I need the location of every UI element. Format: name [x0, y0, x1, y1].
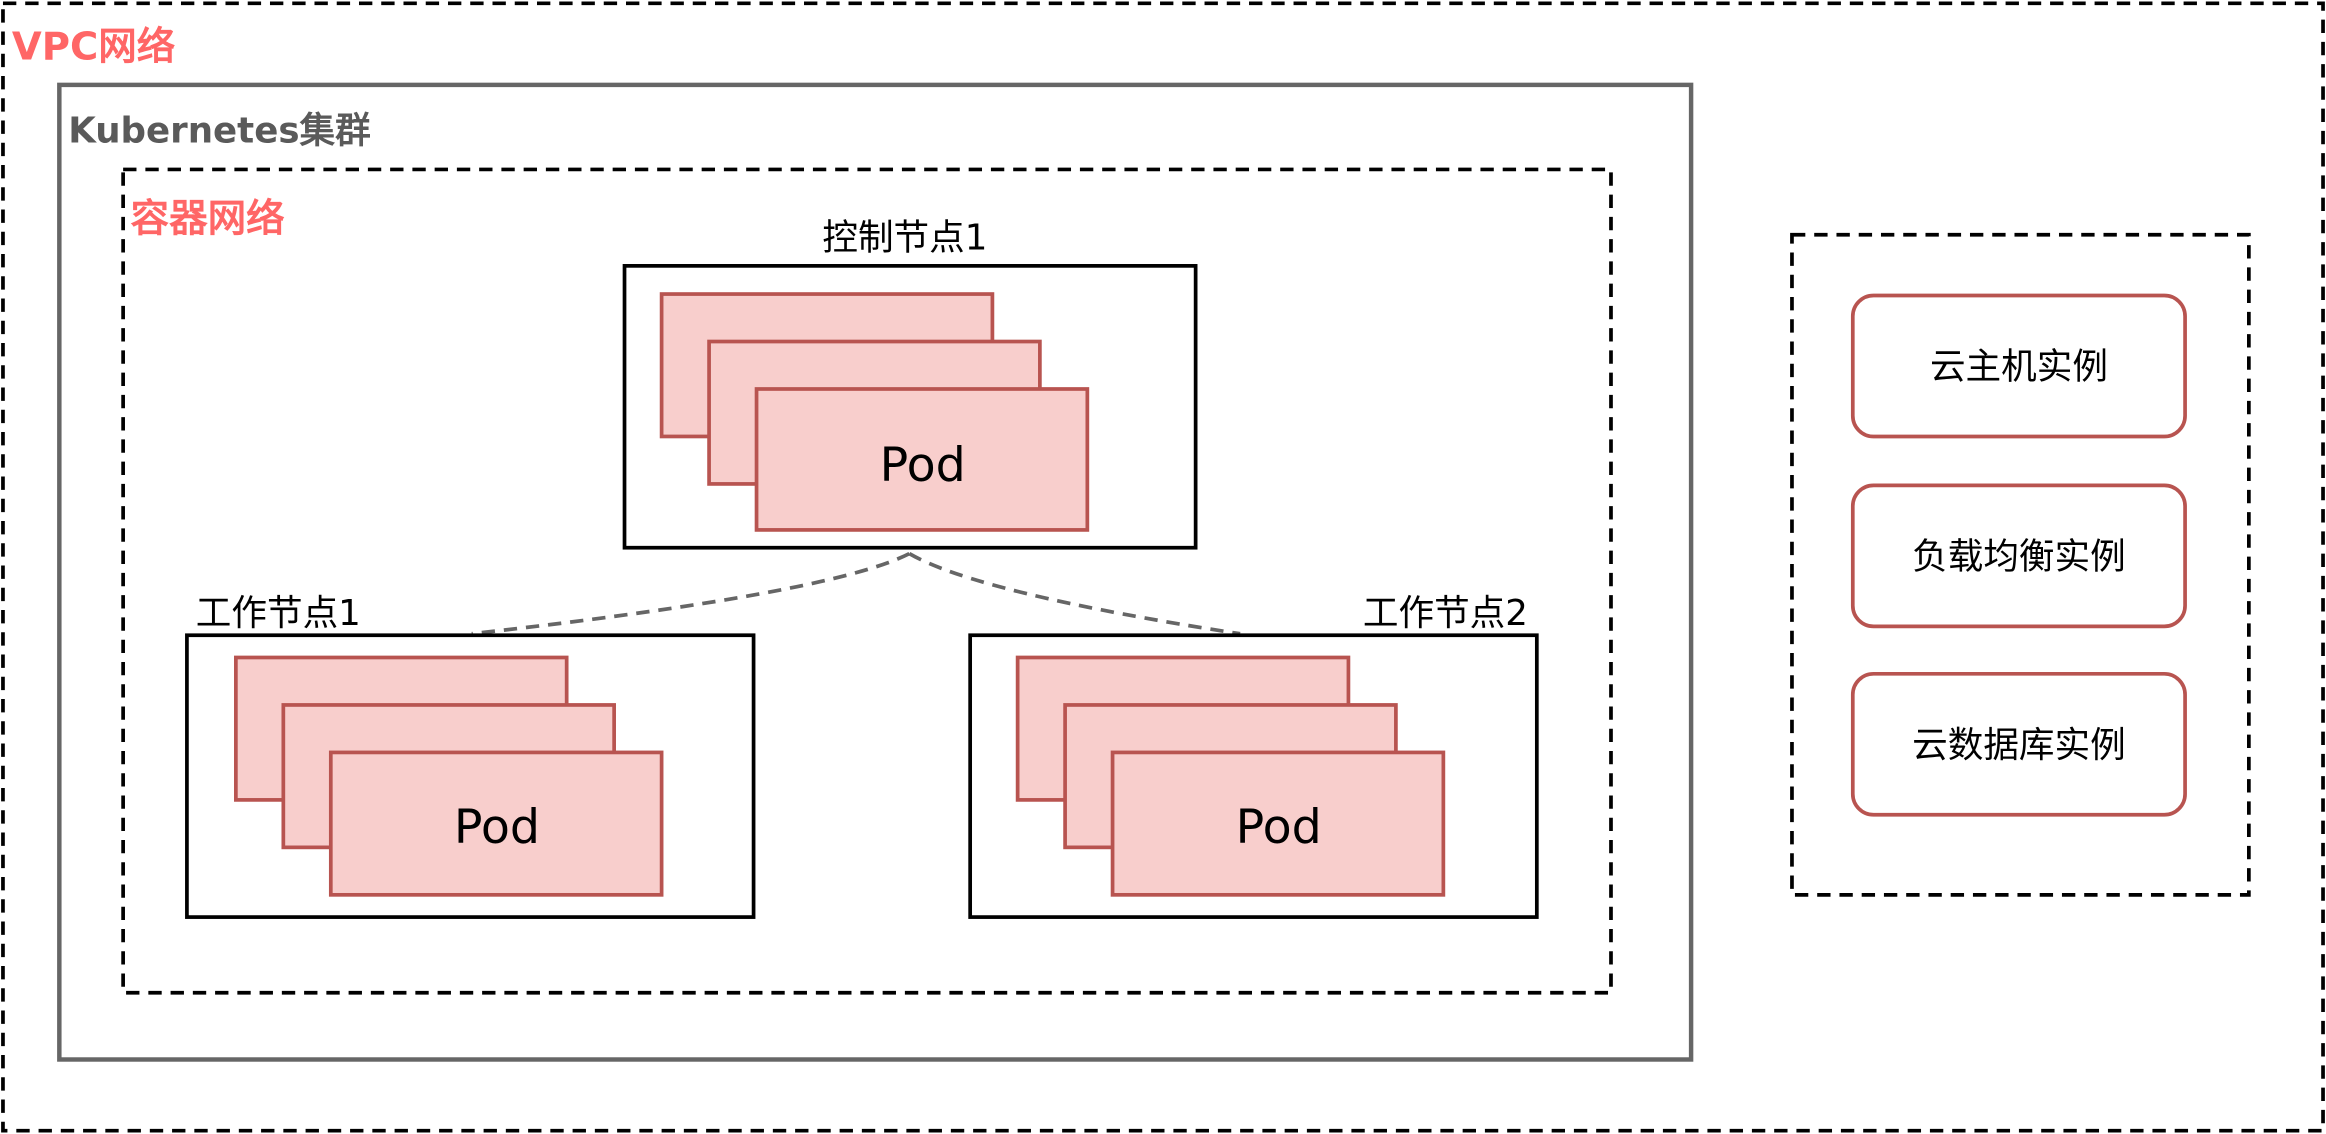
- service-label: 负载均衡实例: [1912, 536, 2126, 577]
- connector-control-worker1: [471, 551, 911, 636]
- cluster-boundary: [57, 82, 1694, 1062]
- container-network-boundary: [121, 167, 1613, 995]
- worker-node-1-label: 工作节点1: [196, 593, 361, 634]
- pod-label: Pod: [454, 800, 540, 855]
- pod-card: [754, 387, 1090, 532]
- pod-card: [1110, 750, 1446, 897]
- cluster-label: Kubernetes集群: [68, 111, 370, 152]
- cloud-service-slb: 负载均衡实例: [1850, 483, 2187, 629]
- container-network-label: 容器网络: [131, 197, 286, 242]
- connector-control-worker2: [908, 552, 1241, 636]
- service-box: [1850, 483, 2187, 629]
- service-label: 云主机实例: [1930, 347, 2108, 388]
- service-box: [1850, 671, 2187, 817]
- worker-node-1: 工作节点1 Pod: [185, 593, 756, 919]
- control-node: 控制节点1 Pod: [622, 218, 1198, 550]
- cloud-service-rds: 云数据库实例: [1850, 671, 2187, 817]
- control-node-label: 控制节点1: [822, 218, 987, 259]
- worker-node-2-label: 工作节点2: [1363, 593, 1528, 634]
- cloud-service-ecs: 云主机实例: [1850, 293, 2187, 439]
- service-box: [1850, 293, 2187, 439]
- worker-node-2: 工作节点2 Pod: [968, 593, 1539, 919]
- pod-label: Pod: [1236, 800, 1322, 855]
- pod-label: Pod: [880, 438, 966, 493]
- cloud-services-group: [1790, 232, 2251, 897]
- service-label: 云数据库实例: [1912, 725, 2126, 766]
- vpc-label: VPC网络: [12, 25, 176, 70]
- pod-card: [328, 750, 664, 897]
